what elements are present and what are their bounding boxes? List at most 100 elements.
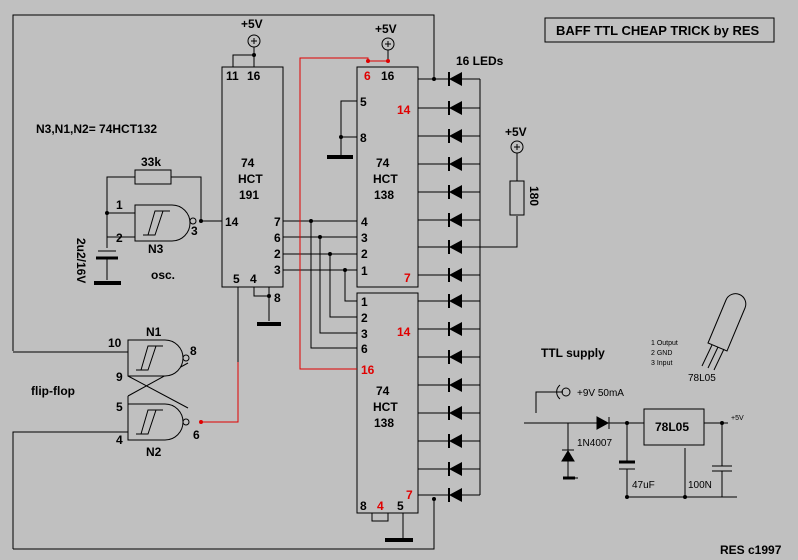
regulator-package-label: 78L05 [688,373,716,384]
decoder-top-line2: HCT [373,172,398,186]
led-8 [418,268,480,282]
pin-gate-9: 9 [116,370,123,384]
vcc-label-counter: +5V [241,17,263,31]
schmitt-symbols [136,210,170,435]
capacitor-osc-label: 2u2/16V [74,238,88,283]
pin-counter-7: 7 [274,215,281,229]
junction-dots [105,53,724,501]
pin-bottom-5: 5 [397,499,404,513]
pin-counter-5: 5 [233,272,240,286]
led-6 [418,213,480,227]
pin-top-14: 14 [397,103,411,117]
gate-type-note: N3,N1,N2= 74HCT132 [36,122,157,136]
regulator-pin-1: 1 Output [651,340,678,347]
decoder-bottom-line3: 138 [374,416,394,430]
pin-top-16: 16 [381,69,395,83]
led-array [418,72,480,502]
pin-top-3: 3 [361,231,368,245]
counter-line2: HCT [238,172,263,186]
led-13 [418,406,480,420]
led-1 [418,72,480,86]
pin-bottom-8: 8 [360,499,367,513]
pin-top-1: 1 [361,264,368,278]
pin-counter-14: 14 [225,215,239,229]
led-14 [418,434,480,448]
decoder-bottom-line2: HCT [373,400,398,414]
pin-top-5: 5 [360,95,367,109]
led-7 [418,240,480,254]
pin-gate-4: 4 [116,433,123,447]
flipflop-label: flip-flop [31,384,75,398]
led-16 [418,488,480,502]
pin-bottom-4: 4 [377,499,384,513]
pin-counter-11: 11 [226,69,239,83]
regulator-pin-2: 2 GND [651,350,672,357]
pin-counter-16: 16 [247,69,261,83]
led-5 [418,185,480,199]
pin-bottom-7: 7 [406,488,413,502]
leds-label: 16 LEDs [456,54,504,68]
led-15 [418,462,480,476]
pin-gate-2: 2 [116,231,123,245]
counter-line1: 74 [241,156,255,170]
pin-gate-6: 6 [193,428,200,442]
pin-top-4: 4 [361,215,368,229]
supply-out-label: +5V [731,415,744,422]
wires [12,14,737,550]
regulator-pin-3: 3 Input [651,360,672,367]
vcc-label-resistor: +5V [505,125,527,139]
osc-label: osc. [151,268,175,282]
pin-top-6: 6 [364,69,371,83]
gate-n2: N2 [146,445,162,459]
pin-gate-8: 8 [190,344,197,358]
decoder-bottom-line1: 74 [376,384,390,398]
resistor-180-label: 180 [527,186,541,206]
pin-bottom-2: 2 [361,311,368,325]
vcc-plus-marks [251,38,520,150]
pin-counter-4: 4 [250,272,257,286]
pin-gate-3: 3 [191,224,198,238]
supply-regulator-label: 78L05 [655,420,689,434]
supply-cap2-label: 100N [688,480,712,491]
title-box [544,17,775,43]
pin-top-2: 2 [361,247,368,261]
led-11 [418,350,480,364]
pin-bottom-6: 6 [361,342,368,356]
led-12 [418,378,480,392]
led-3 [418,129,480,143]
copyright: RES c1997 [720,543,782,557]
pin-counter-8: 8 [274,291,281,305]
regulator-package [701,293,747,371]
supply-diode-label: 1N4007 [577,438,612,449]
led-2 [418,101,480,115]
counter-line3: 191 [239,188,259,202]
supply-input-label: +9V 50mA [577,388,624,399]
pin-top-8: 8 [360,131,367,145]
pin-counter-2: 2 [274,247,281,261]
red-dots [199,59,390,424]
supply-diodes [561,416,610,480]
led-9 [418,294,480,308]
page-title: BAFF TTL CHEAP TRICK by RES [556,23,760,38]
resistor-33k-label: 33k [141,155,161,169]
pin-counter-3: 3 [274,263,281,277]
gate-n1: N1 [146,325,162,339]
pin-counter-6: 6 [274,231,281,245]
pin-top-7: 7 [404,271,411,285]
decoder-top-line1: 74 [376,156,390,170]
pin-gate-5: 5 [116,400,123,414]
supply-cap1-label: 47uF [632,480,655,491]
gate-n3: N3 [148,242,164,256]
pin-bottom-14: 14 [397,325,411,339]
led-10 [418,322,480,336]
pin-bottom-1: 1 [361,295,368,309]
pin-gate-1: 1 [116,198,123,212]
nand-gates [127,204,197,441]
supply-label: TTL supply [541,346,605,360]
pin-bottom-16: 16 [361,363,375,377]
led-4 [418,157,480,171]
pin-gate-10: 10 [108,336,122,350]
decoder-top-line3: 138 [374,188,394,202]
